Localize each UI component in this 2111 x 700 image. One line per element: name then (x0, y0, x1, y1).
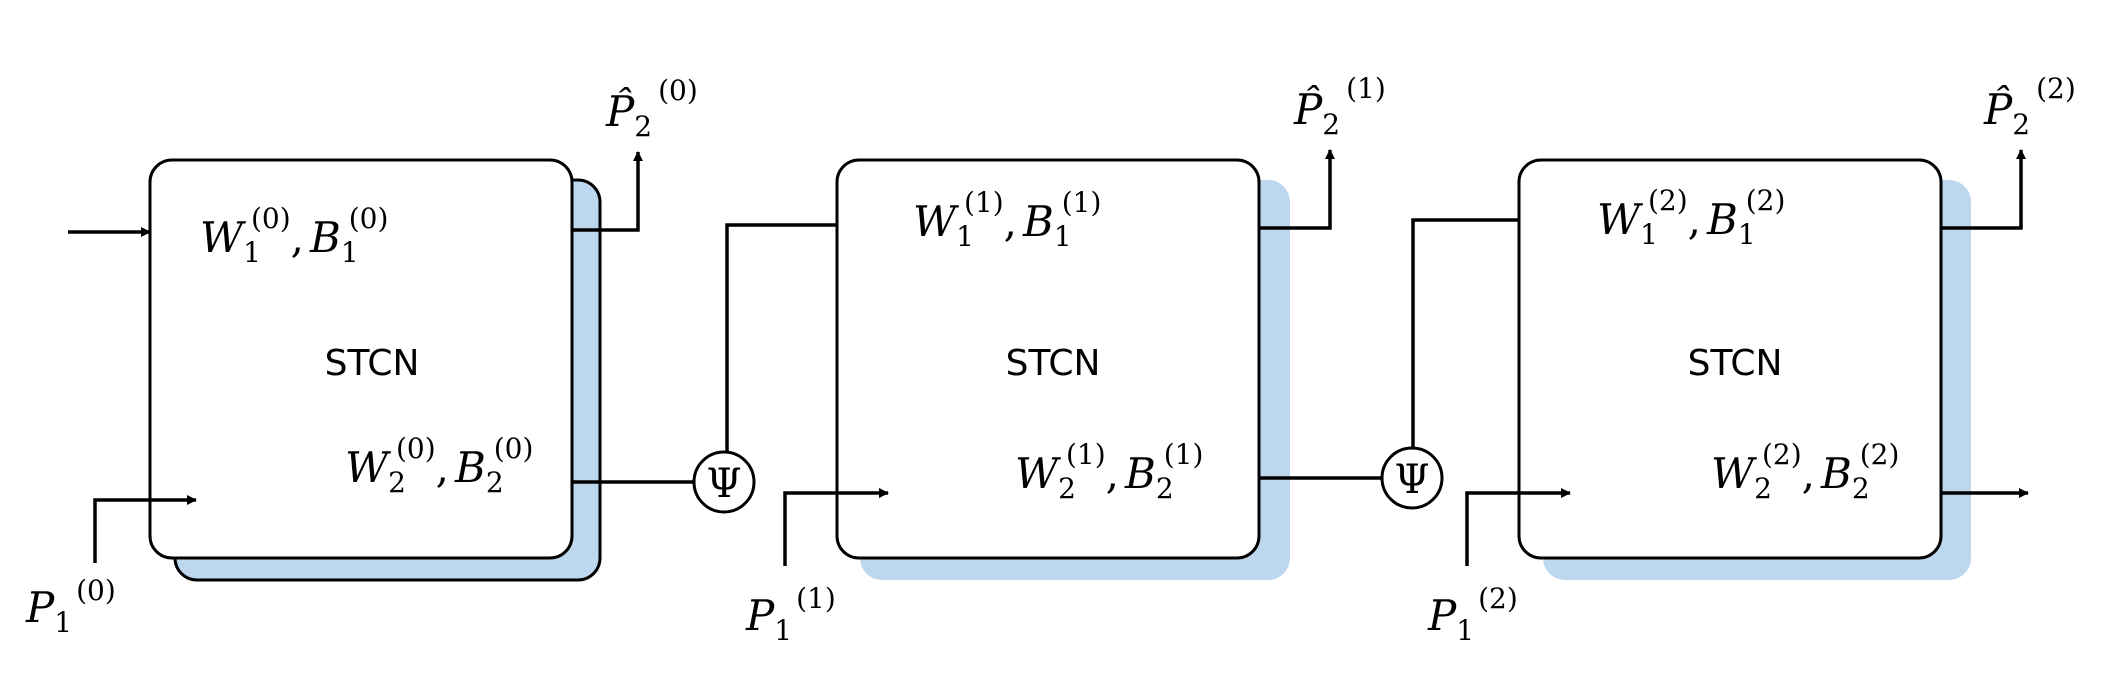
stage-2-weights-1: W1(2),B1(2) (1597, 184, 1785, 251)
stage-0-input-arrow (93, 495, 197, 563)
stage-0-output-arrow (572, 151, 643, 232)
stage-0-weights-1: W1(0),B1(0) (200, 202, 388, 269)
stage-2-weights-2: W2(2),B2(2) (1711, 438, 1899, 505)
stage-0-stcn-block (148, 158, 574, 560)
transfer-node-1: Ψ (572, 220, 881, 514)
stage-2-stcn-block (1517, 158, 1943, 560)
stage-2-input-arrow (1465, 488, 1571, 566)
stage-2-input-label: P1(2) (1427, 582, 1518, 647)
stage-0: STCN W1(0),B1(0) W2(0),B2(0) P1(0) P̂2(0… (25, 74, 698, 639)
psi-symbol-1: Ψ (706, 461, 741, 507)
stage-1-output-label: P̂2(1) (1293, 72, 1386, 141)
transfer-node-1-out-arrow (725, 220, 881, 452)
stage-1-weights-1: W1(1),B1(1) (913, 186, 1101, 253)
stage-1-stcn-block (835, 158, 1261, 560)
transfer-node-2-out-arrow (1411, 215, 1567, 448)
stage-1: STCN W1(1),B1(1) W2(1),B2(1) P1(1) P̂2(1… (745, 72, 1386, 647)
psi-node-1 (692, 450, 756, 514)
stage-1-block-label: STCN (1006, 343, 1101, 384)
stage-2-output-arrow (1941, 149, 2026, 230)
psi-symbol-2: Ψ (1394, 457, 1429, 503)
stage-2: STCN W1(2),B1(2) W2(2),B2(2) P1(2) P̂2(2… (1427, 72, 2076, 647)
stage-0-weights-2: W2(0),B2(0) (345, 432, 533, 499)
stage-2-block-label: STCN (1688, 343, 1783, 384)
transfer-node-2: Ψ (1259, 215, 1567, 510)
stage-0-block-label: STCN (325, 343, 420, 384)
stage-0-input-label: P1(0) (25, 574, 116, 639)
stage-1-input-arrow (783, 488, 889, 566)
stage-1-input-label: P1(1) (745, 582, 836, 647)
stage-1-output-arrow (1259, 149, 1335, 230)
stage-0-output-label: P̂2(0) (605, 74, 698, 143)
stage-1-weights-2: W2(1),B2(1) (1015, 438, 1203, 505)
stage-2-output-label: P̂2(2) (1983, 72, 2076, 141)
